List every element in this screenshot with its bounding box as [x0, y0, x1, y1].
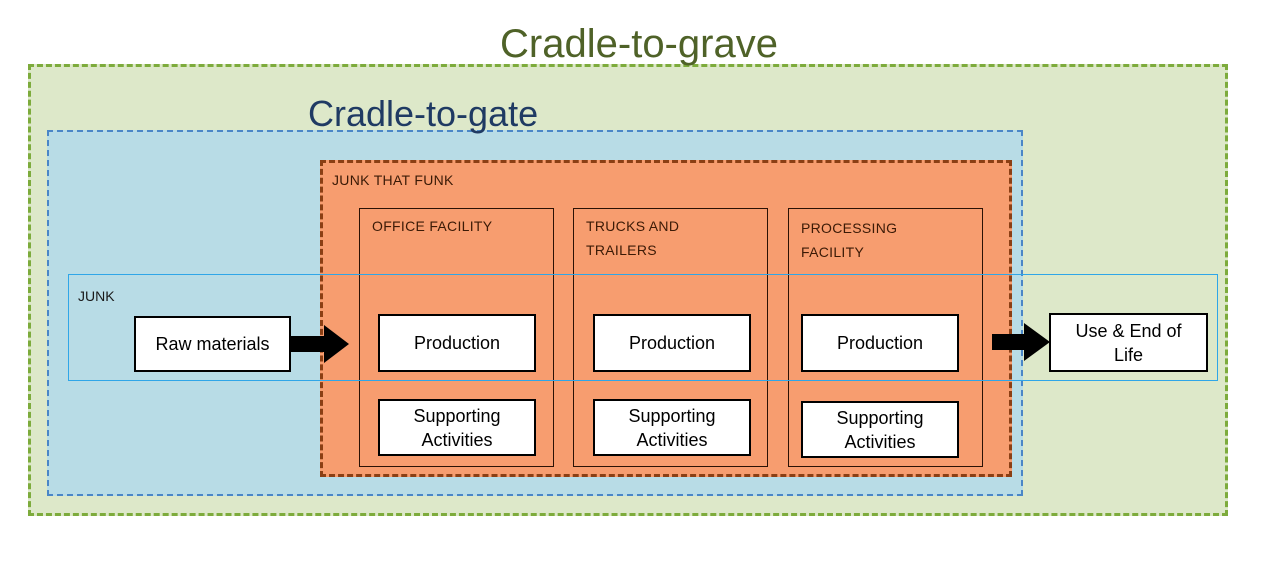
use-end-of-life-line2: Life	[1113, 344, 1144, 365]
raw-materials-label: Raw materials	[155, 334, 270, 354]
supporting-label-office-line2: Activities	[421, 429, 493, 450]
cradle-to-grave-title: Cradle-to-grave	[500, 22, 778, 66]
trucks-and-trailers-label: TRUCKS AND TRAILERS	[586, 214, 679, 262]
trucks-and-trailers-box	[573, 208, 768, 467]
production-label-processing: Production	[836, 333, 924, 353]
supporting-label-processing-line1: Supporting	[836, 407, 924, 428]
use-end-of-life-box: Use & End of Life	[1049, 313, 1208, 372]
processing-facility-label-line1: PROCESSING	[801, 220, 898, 236]
processing-facility-label: PROCESSING FACILITY	[801, 216, 897, 264]
production-box-office: Production	[378, 314, 536, 372]
junk-band-label: JUNK	[78, 288, 115, 304]
cradle-to-gate-title: Cradle-to-gate	[308, 93, 539, 134]
office-facility-label-line1: OFFICE FACILITY	[372, 218, 493, 234]
production-box-trucks: Production	[593, 314, 751, 372]
supporting-label-office-line1: Supporting	[413, 405, 501, 426]
trucks-and-trailers-label-line1: TRUCKS AND	[586, 218, 680, 234]
supporting-box-trucks: Supporting Activities	[593, 399, 751, 456]
office-facility-label: OFFICE FACILITY	[372, 214, 492, 238]
company-label: JUNK THAT FUNK	[332, 172, 454, 188]
supporting-box-office: Supporting Activities	[378, 399, 536, 456]
arrow-company-to-use	[992, 323, 1050, 361]
supporting-label-processing-line2: Activities	[844, 431, 916, 452]
supporting-label-trucks-line2: Activities	[636, 429, 708, 450]
production-label-office: Production	[413, 333, 501, 353]
supporting-box-processing: Supporting Activities	[801, 401, 959, 458]
supporting-label-trucks-line1: Supporting	[628, 405, 716, 426]
raw-materials-box: Raw materials	[134, 316, 291, 372]
office-facility-box	[359, 208, 554, 467]
junk-band	[68, 274, 1218, 381]
production-label-trucks: Production	[628, 333, 716, 353]
processing-facility-box	[788, 208, 983, 467]
production-box-processing: Production	[801, 314, 959, 372]
processing-facility-label-line2: FACILITY	[801, 244, 865, 260]
arrow-raw-to-company-shape	[290, 325, 349, 363]
arrow-company-to-use-shape	[992, 323, 1050, 361]
trucks-and-trailers-label-line2: TRAILERS	[586, 242, 657, 258]
arrow-raw-to-company	[290, 325, 349, 363]
use-end-of-life-line1: Use & End of	[1075, 320, 1182, 341]
